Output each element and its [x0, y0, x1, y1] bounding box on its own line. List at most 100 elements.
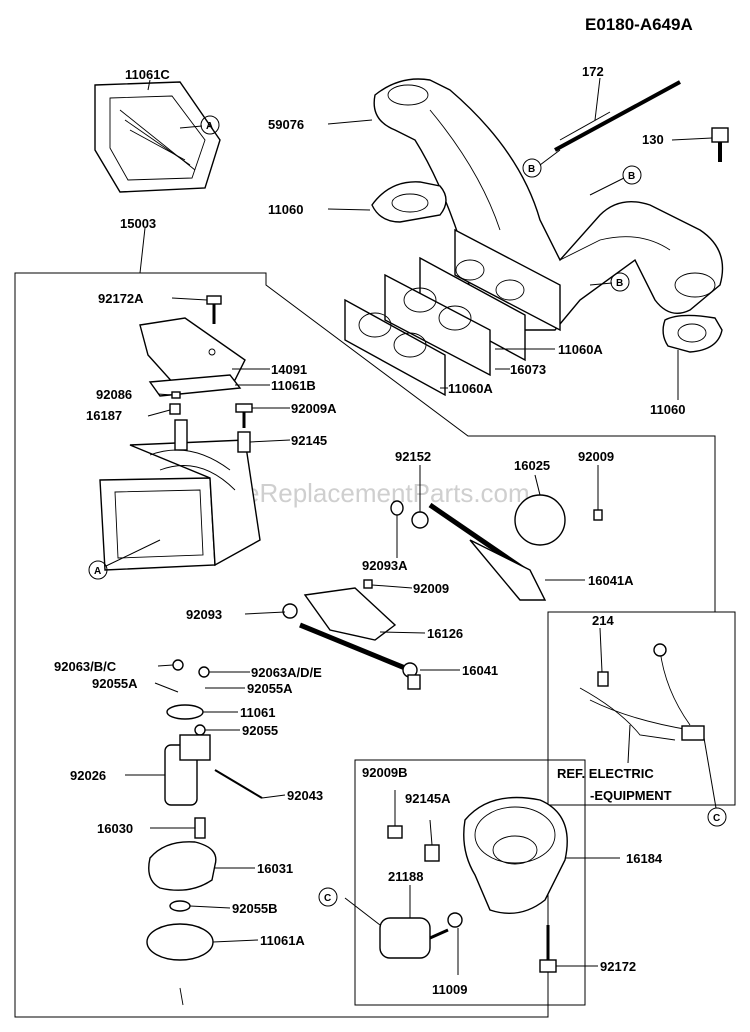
label-16041a: 16041A	[588, 573, 634, 588]
governor-housing-16184	[463, 796, 568, 914]
part-labels: 11061C 172 59076 130 11060 15003 92172A …	[54, 64, 685, 997]
part-92086	[171, 391, 181, 399]
needle-92043	[214, 769, 263, 799]
label-11060a-1: 11060A	[558, 342, 603, 357]
label-16030: 16030	[97, 821, 133, 836]
label-92093: 92093	[186, 607, 222, 622]
callout-a-top: A	[179, 115, 220, 135]
label-16184: 16184	[626, 851, 663, 866]
gasket-11060-right	[662, 314, 723, 353]
screw-92009-mid	[363, 579, 373, 589]
label-16187: 16187	[86, 408, 122, 423]
spacer-gaskets	[344, 228, 561, 397]
gasket-11061a	[146, 923, 214, 961]
ref-electric-line1: REF. ELECTRIC	[557, 766, 654, 781]
washer-92093a	[390, 500, 404, 516]
svg-text:C: C	[713, 813, 720, 824]
label-11061b: 11061B	[271, 378, 316, 393]
part-16187	[169, 403, 181, 415]
oring-92055	[194, 724, 206, 736]
screw-92009-top	[593, 509, 603, 521]
jet-92063	[172, 659, 184, 671]
label-92055a-1: 92055A	[92, 676, 138, 691]
label-21188: 21188	[388, 869, 423, 884]
label-14091: 14091	[271, 362, 307, 377]
label-92009-a: 92009	[578, 449, 614, 464]
label-130: 130	[642, 132, 664, 147]
svg-text:B: B	[616, 278, 623, 289]
label-16126: 16126	[427, 626, 463, 641]
diagram-code: E0180-A649A	[585, 15, 693, 34]
shaft-16041	[299, 622, 421, 690]
ref-electric-line2: -EQUIPMENT	[590, 788, 672, 803]
jet-92063a	[198, 666, 210, 678]
bracket-mark	[179, 987, 184, 1006]
label-172: 172	[582, 64, 604, 79]
label-92009a: 92009A	[291, 401, 337, 416]
actuator-21188	[379, 917, 449, 959]
label-92063bc: 92063/B/C	[54, 659, 117, 674]
svg-text:B: B	[628, 171, 635, 182]
svg-text:A: A	[94, 566, 101, 577]
label-92009b: 92009B	[362, 765, 408, 780]
label-11060a-2: 11060A	[448, 381, 493, 396]
screw-92172a	[206, 295, 222, 324]
bolt-92172	[539, 925, 557, 973]
watermark-text: eReplacementParts.com	[245, 478, 530, 508]
label-16041: 16041	[462, 663, 498, 678]
label-11009: 11009	[432, 982, 467, 997]
electric-equipment-frame	[548, 611, 736, 806]
callout-b-3: B	[589, 272, 630, 292]
label-59076: 59076	[268, 117, 304, 132]
label-92063ade: 92063A/D/E	[251, 665, 322, 680]
float-16031	[148, 841, 217, 891]
label-92055b: 92055B	[232, 901, 278, 916]
gasket-11061c	[94, 81, 221, 193]
label-92172: 92172	[600, 959, 636, 974]
stud-172	[554, 80, 681, 152]
callout-b-1: B	[522, 149, 561, 178]
label-11061: 11061	[240, 705, 275, 720]
label-92009-b: 92009	[413, 581, 449, 596]
label-16025: 16025	[514, 458, 550, 473]
label-92145a: 92145A	[405, 791, 451, 806]
label-15003: 15003	[120, 216, 156, 231]
gasket-11061b	[148, 374, 242, 397]
label-92055a-2: 92055A	[247, 681, 293, 696]
callout-b-2: B	[589, 165, 642, 196]
label-11061a: 11061A	[260, 933, 305, 948]
label-92026: 92026	[70, 768, 106, 783]
spring-92145a	[424, 844, 440, 862]
jet-16030	[194, 817, 206, 839]
spring-92145	[237, 431, 251, 453]
label-16031: 16031	[257, 861, 293, 876]
oring-92055b	[169, 900, 191, 912]
label-11060-right: 11060	[650, 402, 685, 417]
label-92145: 92145	[291, 433, 327, 448]
gasket-11061	[166, 704, 204, 720]
cover-plate-14091	[139, 317, 246, 386]
solenoid-92026	[164, 734, 211, 806]
label-92086: 92086	[96, 387, 132, 402]
label-11060-top: 11060	[268, 202, 303, 217]
leader-lines	[125, 77, 713, 975]
seal-92152	[411, 511, 429, 529]
bolt-130	[711, 127, 729, 162]
wire-harness	[579, 643, 705, 764]
oring-11009	[447, 912, 463, 928]
carburetor-group-frame	[14, 272, 716, 1018]
screw-92009a	[235, 403, 253, 428]
shaft-16041a	[428, 502, 547, 601]
label-92055: 92055	[242, 723, 278, 738]
gasket-11060-top	[371, 181, 447, 223]
svg-text:B: B	[528, 164, 535, 175]
intake-manifold-59076	[373, 78, 724, 331]
label-92093a: 92093A	[362, 558, 408, 573]
valve-plate-16025	[514, 494, 566, 546]
callout-c-right: C	[703, 737, 727, 827]
screw-92009b	[387, 825, 403, 839]
label-214: 214	[592, 613, 614, 628]
label-92172a: 92172A	[98, 291, 144, 306]
